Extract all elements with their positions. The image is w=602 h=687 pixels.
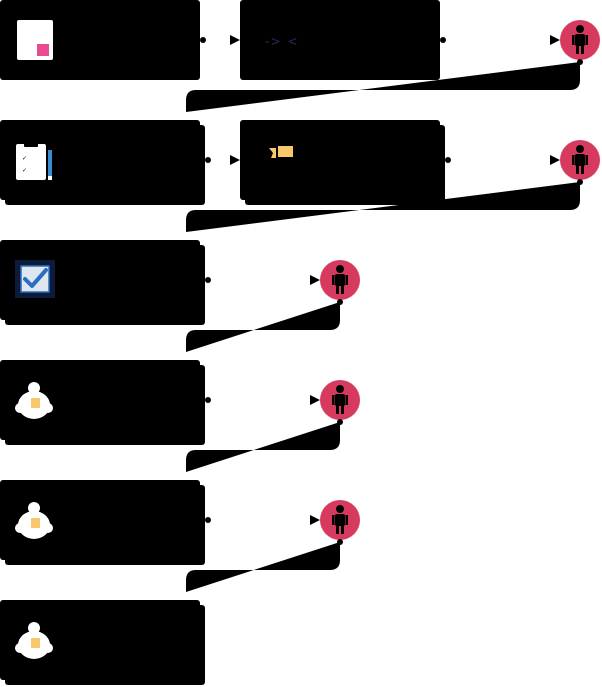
person-icon[interactable] xyxy=(320,380,360,420)
connector-arrow xyxy=(550,155,560,165)
svg-text:✓: ✓ xyxy=(22,155,27,162)
step-4 xyxy=(0,360,360,472)
connector-arrow xyxy=(230,155,240,165)
document-icon xyxy=(17,20,53,60)
connector-arrow xyxy=(310,395,320,405)
person-icon[interactable] xyxy=(560,20,600,60)
connector-dot xyxy=(205,277,211,283)
step-2-secondary-box[interactable] xyxy=(240,120,440,200)
sticky-note-icon xyxy=(269,146,293,158)
connector-arrow xyxy=(230,35,240,45)
egg-icon xyxy=(15,622,53,659)
egg-icon xyxy=(15,502,53,539)
person-icon[interactable] xyxy=(320,260,360,300)
svg-text:✓: ✓ xyxy=(22,167,27,174)
return-connector xyxy=(186,182,580,232)
step-6-box[interactable] xyxy=(0,600,200,680)
person-icon[interactable] xyxy=(320,500,360,540)
connector-dot xyxy=(205,397,211,403)
return-connector xyxy=(186,62,580,112)
step-5-box[interactable] xyxy=(0,480,200,560)
connector-dot xyxy=(337,419,343,425)
step-1-secondary-box[interactable] xyxy=(240,0,440,80)
connector-dot xyxy=(440,37,446,43)
checkbox-icon xyxy=(15,260,55,298)
return-connector xyxy=(186,422,340,472)
step-6 xyxy=(0,600,205,685)
connector-dot xyxy=(200,37,206,43)
egg-icon xyxy=(15,382,53,419)
connector-dot xyxy=(205,517,211,523)
step-1: -> < xyxy=(0,0,600,112)
step-4-box[interactable] xyxy=(0,360,200,440)
connector-dot xyxy=(577,59,583,65)
step-5 xyxy=(0,480,360,592)
connector-arrow xyxy=(310,275,320,285)
connector-dot xyxy=(577,179,583,185)
connector-dot xyxy=(337,299,343,305)
return-connector xyxy=(186,302,340,352)
connector-dot xyxy=(445,157,451,163)
clipboard-icon: ✓ ✓ xyxy=(16,141,52,180)
person-icon[interactable] xyxy=(560,140,600,180)
connector-arrow xyxy=(310,515,320,525)
return-connector xyxy=(186,542,340,592)
step-2: ✓ ✓ xyxy=(0,120,600,232)
connector-arrow xyxy=(550,35,560,45)
step-3 xyxy=(0,240,360,352)
connector-dot xyxy=(337,539,343,545)
connector-dot xyxy=(205,157,211,163)
secondary-box-text: -> < xyxy=(263,34,297,50)
